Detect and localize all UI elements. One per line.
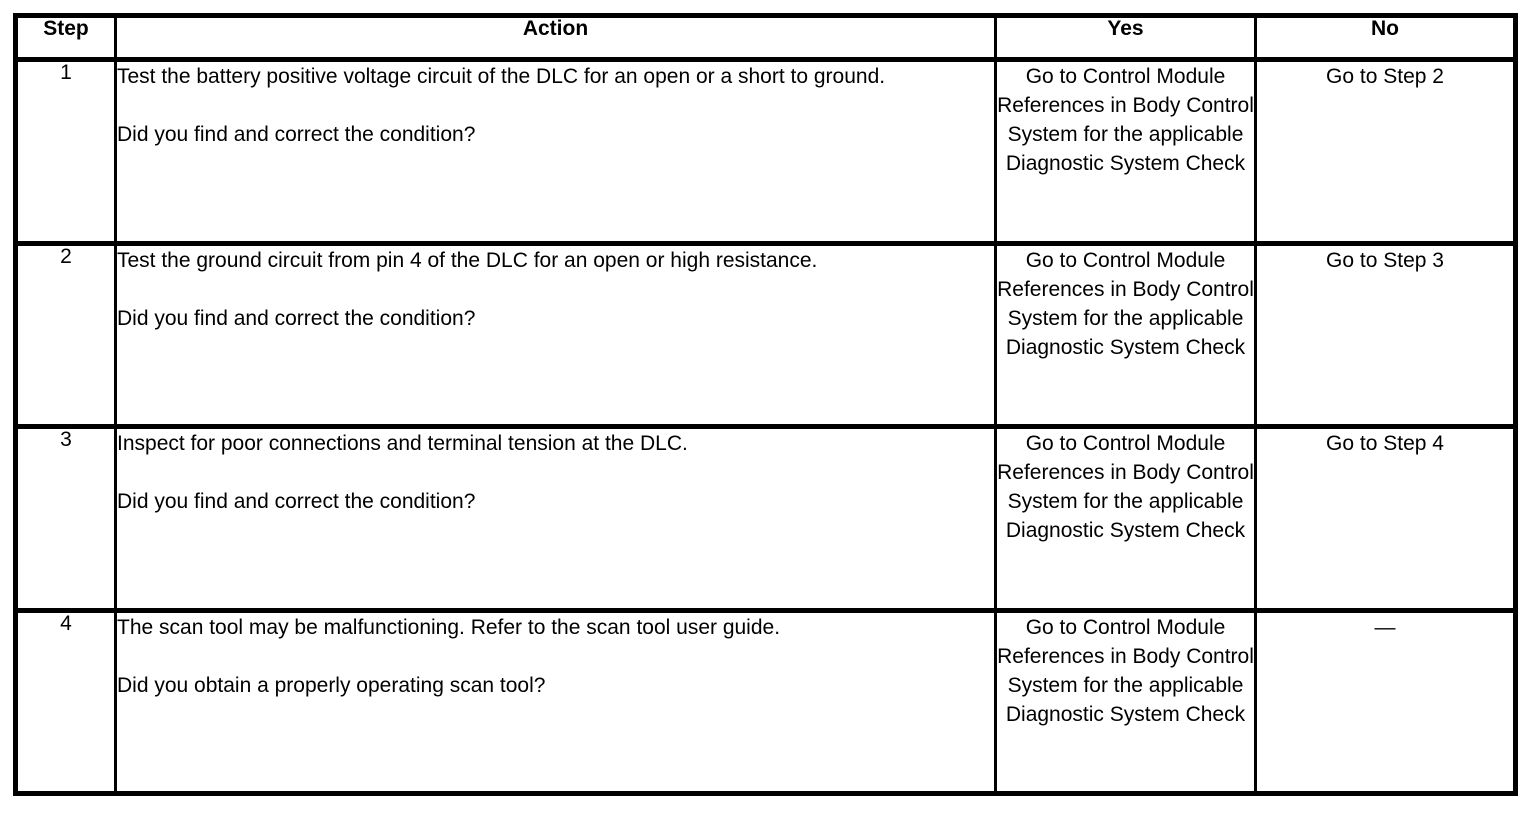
table-header-row: Step Action Yes No: [15, 13, 1516, 62]
table-body: 1 Test the battery positive voltage circ…: [15, 57, 1516, 794]
step-number-cell: 2: [15, 240, 117, 429]
action-instruction: Test the battery positive voltage circui…: [117, 65, 886, 88]
no-result-text: Go to Step 2: [1326, 65, 1444, 88]
yes-result-text: Go to Control Module References in Body …: [997, 432, 1254, 542]
action-instruction: Inspect for poor connections and termina…: [117, 432, 688, 455]
diagnostic-table-container: Step Action Yes No 1 Test the battery po…: [13, 13, 1518, 796]
action-cell: Test the ground circuit from pin 4 of th…: [114, 240, 997, 429]
yes-result-text: Go to Control Module References in Body …: [997, 248, 1254, 359]
action-cell: The scan tool may be malfunctioning. Ref…: [114, 607, 997, 794]
table-row: 3 Inspect for poor connections and termi…: [15, 424, 1516, 613]
no-cell: Go to Step 2: [1254, 57, 1516, 246]
action-cell: Inspect for poor connections and termina…: [114, 424, 997, 613]
action-question: Did you find and correct the condition?: [117, 306, 476, 330]
action-question: Did you find and correct the condition?: [117, 490, 476, 513]
no-result-text: —: [1374, 615, 1396, 639]
step-number-cell: 3: [15, 424, 117, 613]
column-header-step: Step: [15, 13, 117, 62]
yes-result-text: Go to Control Module References in Body …: [997, 615, 1254, 726]
no-cell: Go to Step 3: [1254, 240, 1516, 429]
column-header-yes: Yes: [994, 13, 1257, 62]
table-row: 1 Test the battery positive voltage circ…: [15, 57, 1516, 246]
table-row: 4 The scan tool may be malfunctioning. R…: [15, 607, 1516, 794]
table-header: Step Action Yes No: [15, 13, 1516, 62]
column-header-no: No: [1254, 13, 1516, 62]
diagnostic-procedure-table: Step Action Yes No 1 Test the battery po…: [13, 13, 1518, 796]
step-number-cell: 1: [15, 57, 117, 246]
table-row: 2 Test the ground circuit from pin 4 of …: [15, 240, 1516, 429]
action-spacer: [117, 91, 994, 120]
action-instruction: Test the ground circuit from pin 4 of th…: [117, 248, 818, 272]
action-spacer: [117, 642, 994, 671]
no-cell: Go to Step 4: [1254, 424, 1516, 613]
no-result-text: Go to Step 4: [1326, 432, 1444, 455]
action-cell: Test the battery positive voltage circui…: [114, 57, 997, 246]
no-cell: —: [1254, 607, 1516, 794]
step-number-cell: 4: [15, 607, 117, 794]
yes-result-text: Go to Control Module References in Body …: [997, 65, 1254, 175]
yes-cell: Go to Control Module References in Body …: [994, 424, 1257, 613]
column-header-action: Action: [114, 13, 997, 62]
action-question: Did you obtain a properly operating scan…: [117, 673, 546, 697]
action-spacer: [117, 458, 994, 487]
action-spacer: [117, 275, 994, 304]
yes-cell: Go to Control Module References in Body …: [994, 240, 1257, 429]
yes-cell: Go to Control Module References in Body …: [994, 57, 1257, 246]
yes-cell: Go to Control Module References in Body …: [994, 607, 1257, 794]
no-result-text: Go to Step 3: [1326, 248, 1444, 272]
action-instruction: The scan tool may be malfunctioning. Ref…: [117, 615, 781, 639]
action-question: Did you find and correct the condition?: [117, 123, 476, 146]
